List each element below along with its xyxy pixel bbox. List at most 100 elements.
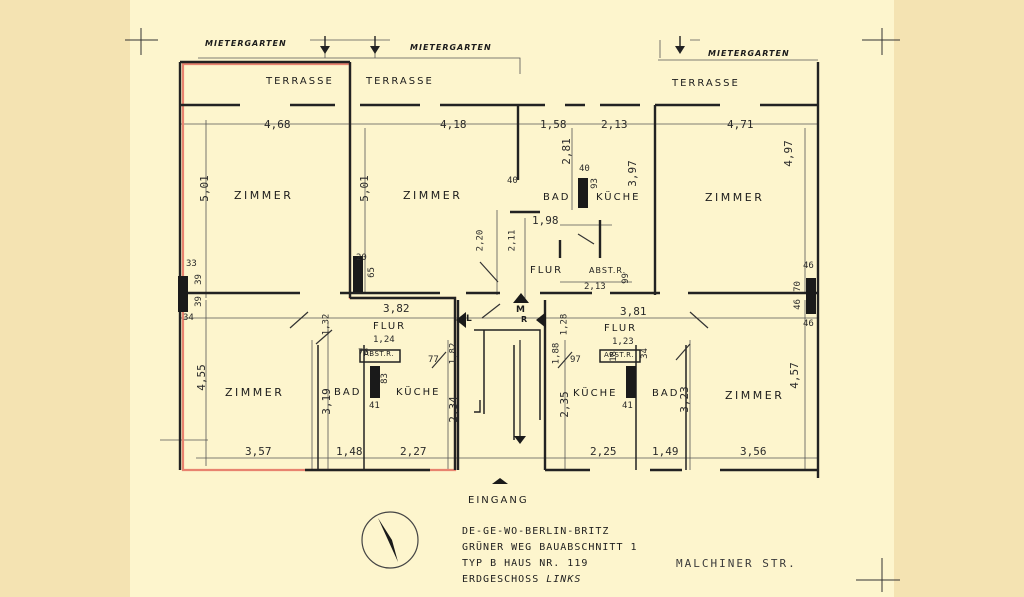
door-swings [289, 233, 709, 369]
registration-marks [125, 28, 900, 592]
dim-label: 1,98 [532, 214, 559, 227]
stair-mark-right: R [521, 315, 528, 324]
street-label: MALCHINER STR. [676, 557, 797, 570]
room-label-zimmer-top-mid: ZIMMER [403, 189, 463, 202]
dim-label: 1,58 [540, 118, 567, 131]
dim-label: 46 [792, 299, 803, 310]
dim-label: 1,32 [321, 313, 332, 336]
dim-label: 46 [803, 319, 814, 329]
dim-label: 77 [428, 355, 439, 365]
dim-label: 34 [183, 313, 194, 323]
title-line-2: GRÜNER WEG BAUABSCHNITT 1 [462, 542, 638, 553]
dim-label: 3,19 [319, 388, 333, 415]
stair-mark-mid: M [516, 305, 525, 315]
room-label-flur-bottom-right: FLUR [604, 323, 638, 334]
stair-arrows [456, 293, 546, 484]
dim-label: 2,34 [446, 396, 460, 423]
chimneys [178, 178, 816, 398]
dim-label: 1,88 [551, 342, 562, 365]
floor-label: ERDGESCHOSS [462, 574, 540, 585]
dim-label: 2,27 [400, 445, 427, 458]
dim-label: 83 [379, 373, 390, 384]
dim-label: 4,18 [440, 118, 467, 131]
room-label-flur-top: FLUR [530, 265, 564, 276]
dim-label: 2,81 [559, 138, 573, 165]
dim-label: 76 [358, 348, 369, 358]
dim-label: 65 [366, 267, 377, 278]
entrance-label: EINGANG [468, 495, 529, 506]
dim-label: 2,35 [557, 391, 571, 418]
dim-label: 5,01 [197, 175, 211, 202]
room-label-kuche-bottom-left: KÜCHE [396, 387, 441, 398]
garden-label-left: MIETERGARTEN [205, 39, 287, 48]
dim-label: 40 [579, 164, 590, 174]
title-line-1: DE-GE-WO-BERLIN-BRITZ [462, 526, 610, 537]
dim-label: 3,57 [245, 445, 272, 458]
dim-label: 4,57 [787, 362, 801, 389]
dim-label: 2,11 [507, 229, 518, 252]
side-label: LINKS [546, 574, 582, 585]
terrace-label-right: TERRASSE [672, 78, 740, 89]
dim-label: 40 [507, 176, 518, 186]
dim-label: 2,13 [584, 282, 606, 292]
dim-label: 33 [186, 259, 197, 269]
dim-label: 39 [193, 296, 204, 307]
dim-label: 2,25 [590, 445, 617, 458]
room-label-bad-bottom-left: BAD [334, 387, 362, 398]
compass-icon [361, 511, 419, 569]
room-label-zimmer-bottom-right: ZIMMER [725, 389, 785, 402]
dim-label: 1,28 [559, 313, 570, 336]
dim-label: 34 [639, 348, 650, 359]
dim-label: 20 [356, 253, 367, 263]
dim-label: 5,01 [357, 175, 371, 202]
dim-label: 3,81 [620, 305, 647, 318]
dim-label: 1,23 [612, 337, 634, 347]
terrace-label-left: TERRASSE [266, 76, 334, 87]
left-margin [0, 0, 130, 597]
dimension-lines [160, 39, 818, 470]
dim-label: 46 [803, 261, 814, 271]
room-label-abstr-top: ABST.R. [589, 266, 627, 275]
dim-label: 1,48 [336, 445, 363, 458]
dim-label: 1,24 [373, 335, 395, 345]
dim-label: 99 [620, 273, 631, 284]
dim-label: 41 [622, 401, 633, 411]
room-label-zimmer-top-left: ZIMMER [234, 189, 294, 202]
stair-mark-left: L [466, 314, 472, 324]
dim-label: 2,13 [601, 118, 628, 131]
walls [178, 60, 820, 478]
dim-label: 2,20 [475, 229, 486, 252]
room-label-bad-bottom-right: BAD [652, 388, 680, 399]
dim-label: 3,82 [383, 302, 410, 315]
room-label-kuche-top: KÜCHE [596, 192, 641, 203]
dim-label: 1,82 [448, 342, 459, 365]
room-label-flur-bottom-left: FLUR [373, 321, 407, 332]
dim-label: 41 [369, 401, 380, 411]
room-label-kuche-bottom-right: KÜCHE [573, 388, 618, 399]
dim-label: 18 [608, 351, 619, 362]
dim-label: 93 [589, 178, 600, 189]
dim-label: 4,97 [781, 140, 795, 167]
room-label-abstr-bottom-left: ABST.R. [364, 350, 394, 358]
title-line-4: ERDGESCHOSS LINKS [462, 575, 581, 585]
dim-label: 4,55 [194, 364, 208, 391]
dim-label: 3,97 [625, 160, 639, 187]
room-label-zimmer-top-right: ZIMMER [705, 191, 765, 204]
title-line-3: TYP B HAUS NR. 119 [462, 558, 589, 569]
dim-label: 1,49 [652, 445, 679, 458]
garden-label-right: MIETERGARTEN [708, 49, 790, 58]
dim-label: 39 [193, 274, 204, 285]
dim-label: 3,23 [677, 386, 691, 413]
garden-label-mid: MIETERGARTEN [410, 43, 492, 52]
dim-label: 4,71 [727, 118, 754, 131]
terrace-label-mid: TERRASSE [366, 76, 434, 87]
room-label-zimmer-bottom-left: ZIMMER [225, 386, 285, 399]
dim-label: 70 [792, 281, 803, 292]
dim-label: 4,68 [264, 118, 291, 131]
right-margin [894, 0, 1024, 597]
dim-label: 97 [570, 355, 581, 365]
room-label-bad-top: BAD [543, 192, 571, 203]
dim-label: 3,56 [740, 445, 767, 458]
room-label-abstr-bottom-right: ABST.R. [604, 351, 634, 359]
